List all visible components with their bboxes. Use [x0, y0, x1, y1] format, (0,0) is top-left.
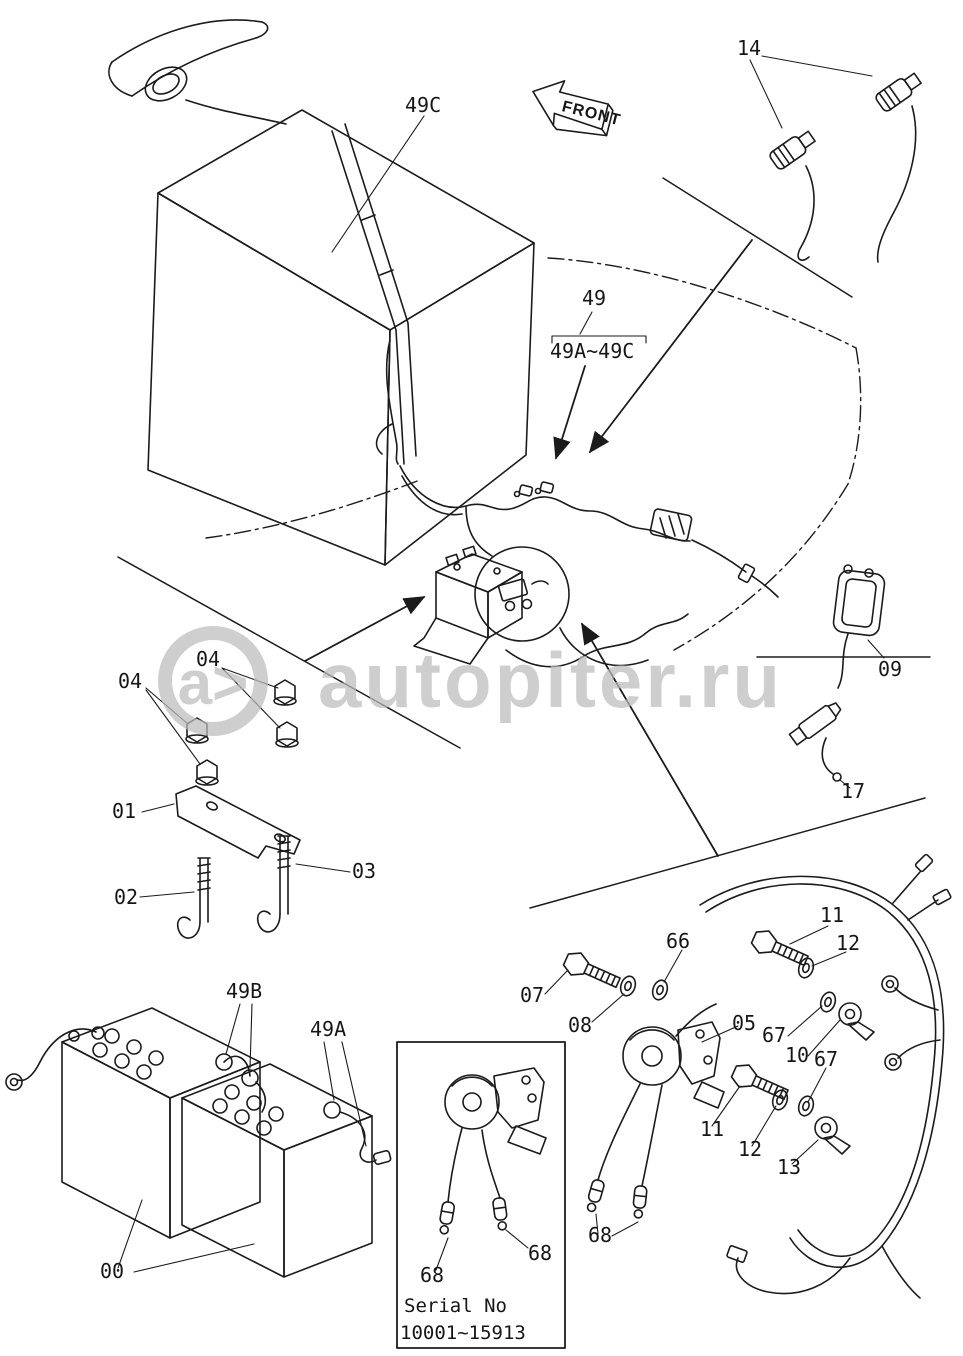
front-arrow	[532, 80, 614, 137]
callout-67-lower: 67	[814, 1047, 838, 1071]
cable-49a	[323, 1101, 392, 1165]
callout-68-inset-right: 68	[528, 1241, 552, 1265]
ground-cable	[5, 1026, 105, 1091]
callout-08: 08	[568, 1013, 592, 1037]
clamp-10	[838, 1002, 875, 1041]
watermark-logo-circle	[158, 626, 268, 736]
mount-hardware	[175, 679, 301, 939]
jbolt-03	[256, 835, 291, 933]
section-lines	[117, 177, 931, 909]
callout-49a: 49A	[310, 1017, 346, 1041]
batteries	[5, 1007, 392, 1278]
relay-assembly	[413, 545, 570, 665]
callout-09: 09	[878, 657, 902, 681]
callout-11-lower: 11	[700, 1117, 724, 1141]
callout-49c: 49C	[405, 93, 441, 117]
callout-10: 10	[785, 1043, 809, 1067]
callout-68-inset-left: 68	[420, 1263, 444, 1287]
callout-13: 13	[777, 1155, 801, 1179]
callout-07: 07	[520, 983, 544, 1007]
cover-harness	[399, 465, 779, 668]
engine-cover-box	[147, 109, 535, 566]
jbolt-02	[176, 857, 211, 939]
washer-66	[649, 977, 671, 1003]
watermark: a> autopiter.ru	[158, 626, 783, 736]
callout-12-upper: 12	[836, 931, 860, 955]
nut-04	[273, 679, 297, 706]
callout-02: 02	[114, 885, 138, 909]
bolt-11-upper	[748, 925, 812, 973]
connector-68	[583, 1178, 606, 1214]
bolt-07	[560, 947, 624, 995]
battery-right	[181, 1063, 373, 1278]
nut-04	[275, 721, 299, 748]
watermark-brand: autopiter.ru	[318, 636, 783, 724]
callout-49b: 49B	[226, 979, 262, 1003]
part-09-sensor	[832, 564, 886, 689]
callout-14: 14	[737, 36, 761, 60]
serial-note-line2: 10001~15913	[400, 1322, 526, 1344]
callout-68-main: 68	[588, 1223, 612, 1247]
body-outline	[205, 257, 862, 651]
connectors-14	[767, 69, 925, 263]
cable-49b	[215, 1053, 267, 1113]
callout-11-upper: 11	[820, 903, 844, 927]
callout-67-upper: 67	[762, 1023, 786, 1047]
part-17-plug	[788, 702, 842, 782]
connector-68	[631, 1184, 649, 1220]
detail-arrows	[304, 239, 753, 857]
bracket-01	[175, 785, 301, 859]
clamp-13	[814, 1116, 851, 1155]
relay-68-assembly	[436, 1067, 547, 1236]
callout-04-lower: 04	[118, 669, 142, 693]
callout-01: 01	[112, 799, 136, 823]
callout-49: 49	[582, 286, 606, 310]
watermark-logo: a>	[178, 649, 249, 718]
serial-note-line1: Serial No	[404, 1295, 507, 1317]
callout-04-upper: 04	[196, 647, 220, 671]
battery-left	[61, 1007, 261, 1239]
washer-67-lower	[795, 1093, 817, 1119]
callout-17: 17	[841, 779, 865, 803]
relay-05	[583, 1003, 725, 1220]
washer-67-upper	[817, 989, 839, 1015]
callout-05: 05	[732, 1011, 756, 1035]
callout-49a-49c: 49A~49C	[550, 339, 634, 363]
front-direction-label: FRONT	[560, 98, 622, 129]
inset-detail-box	[396, 1041, 566, 1349]
harness-loop	[699, 853, 952, 1299]
callout-12-lower: 12	[738, 1137, 762, 1161]
bolt-11-lower	[728, 1059, 792, 1107]
magnifier-circle	[474, 546, 570, 642]
intake-hose	[108, 19, 287, 125]
main-harness	[560, 853, 952, 1299]
callout-00: 00	[100, 1259, 124, 1283]
callout-66: 66	[666, 929, 690, 953]
callout-03: 03	[352, 859, 376, 883]
washer-08	[617, 973, 639, 999]
